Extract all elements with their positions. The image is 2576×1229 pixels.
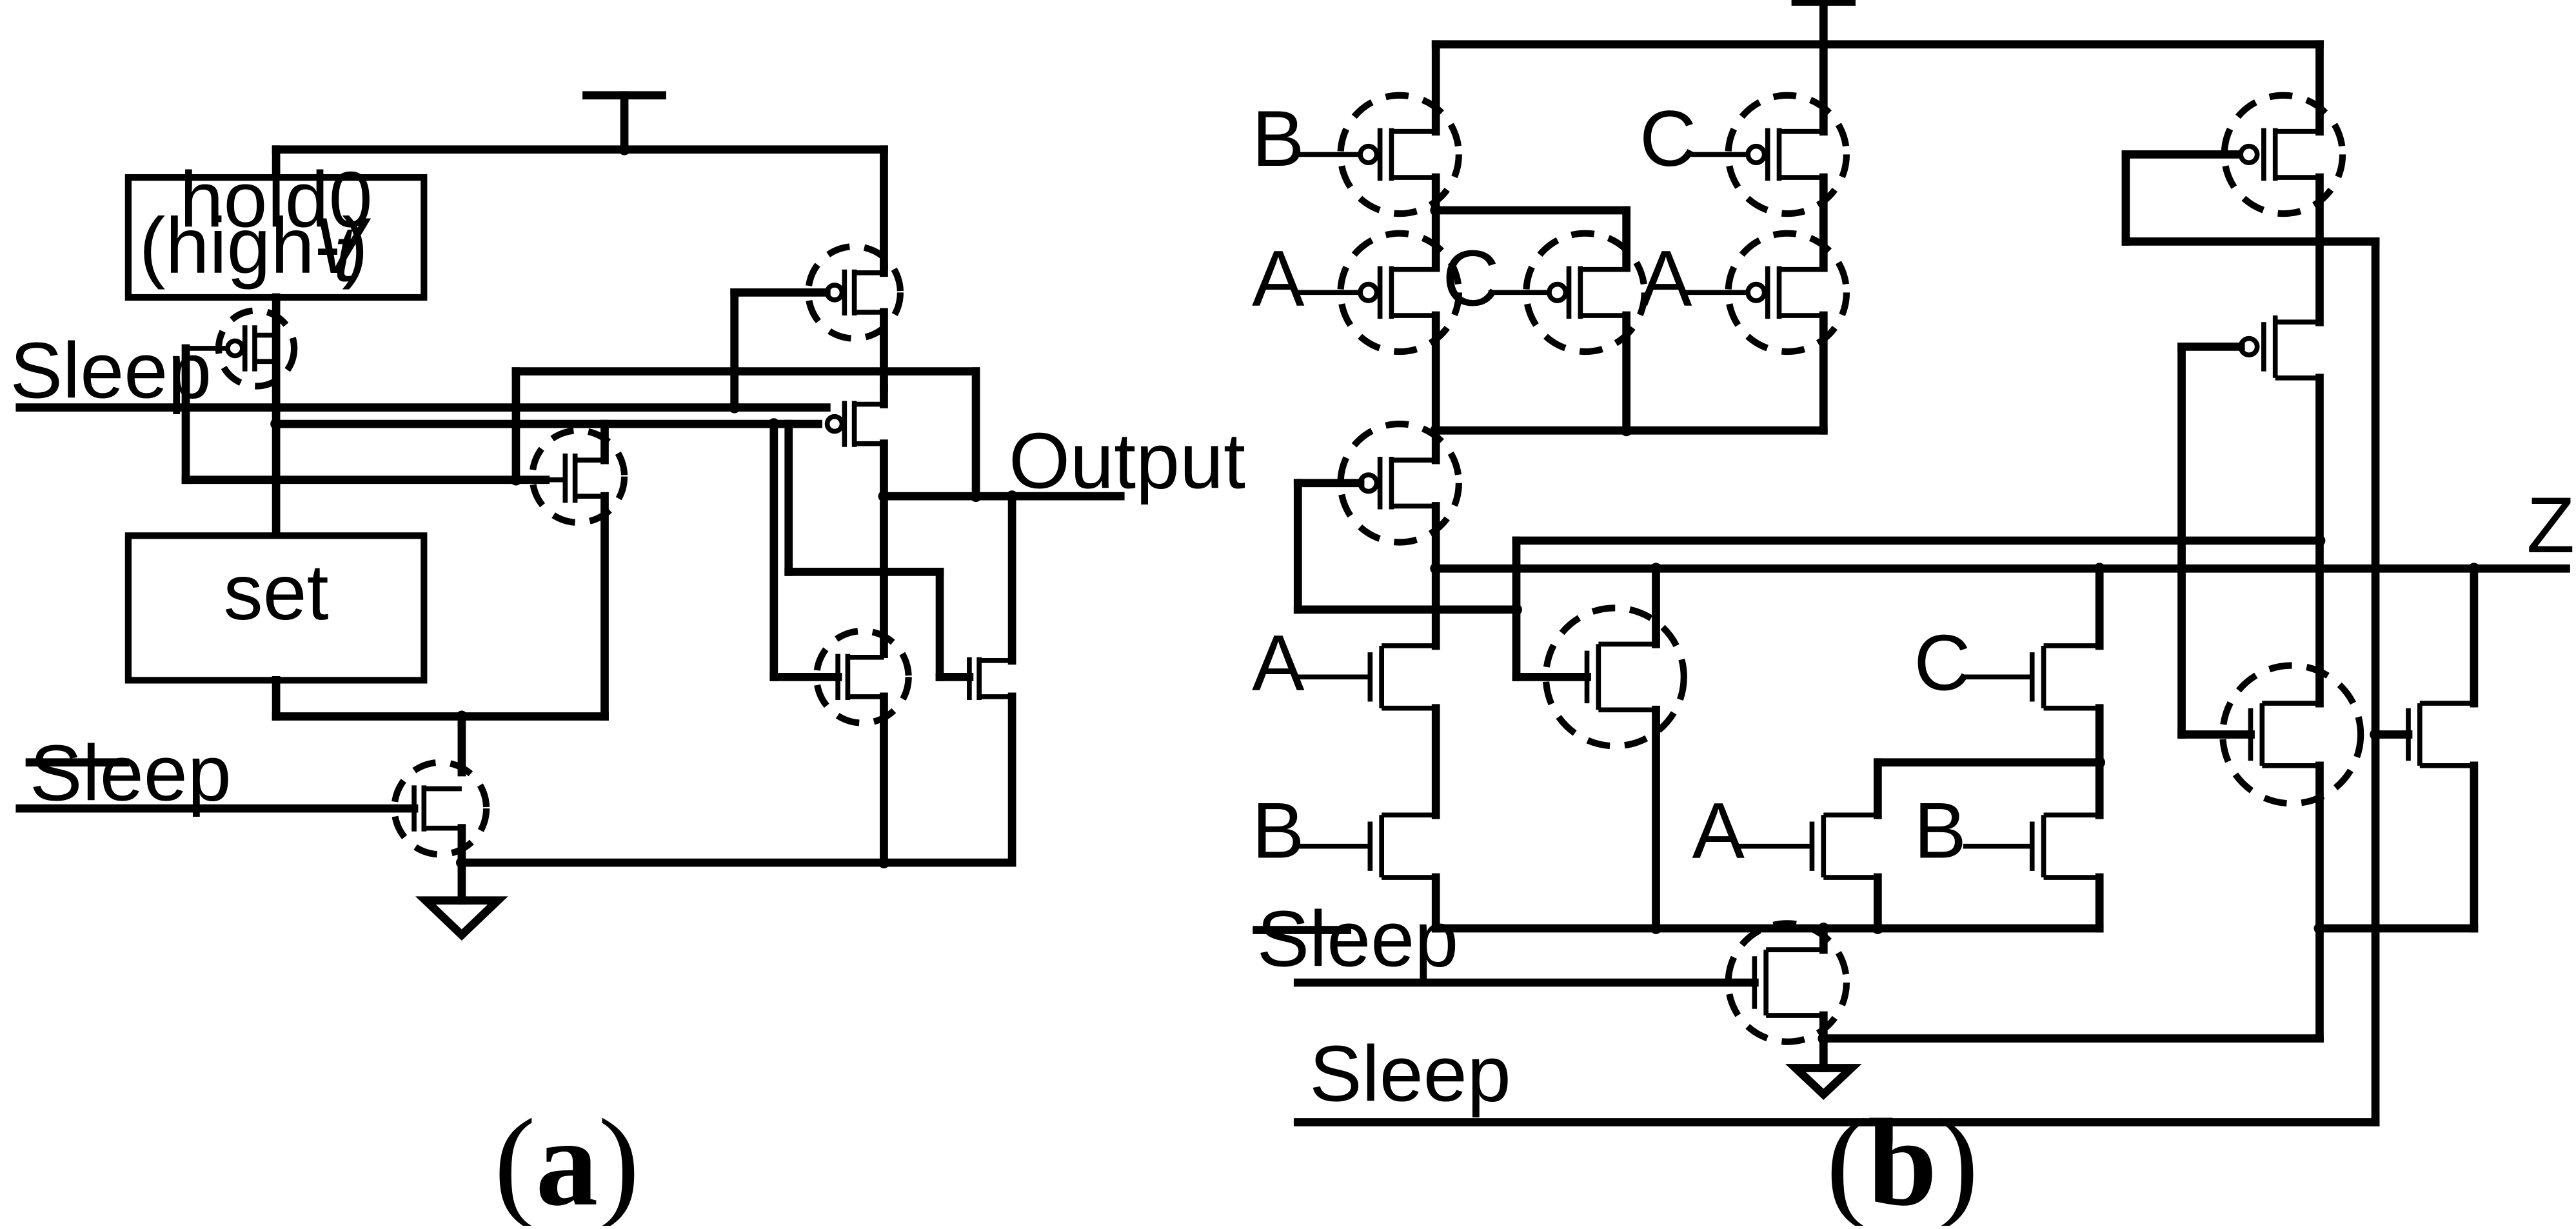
pmos-right-top-b [2221,92,2346,217]
nmos-far-right-b [2406,701,2474,768]
pmos-top-right-a [805,243,904,342]
sleep-bar-label-a: Sleep [30,728,232,817]
vt-subscript: t [333,210,359,298]
hold0-subtitle: (high- [139,201,341,290]
input-a-2: A [1640,234,1692,323]
pmos-c-top [1685,92,1850,217]
set-block: set [124,532,428,684]
nmos-foot-a [391,759,490,858]
input-b-1: B [1252,94,1305,183]
hold0-block: hold0 (high- V t ) [124,155,428,301]
panel-b-schematic: B C A [1252,0,2575,1126]
ground-symbol-b [1785,1064,1862,1100]
pmos-row3-b [1337,421,1462,546]
pmos-a-right [1685,230,1850,355]
pmos-c-mid [1488,230,1648,355]
nmos-a-left-b [1298,643,1436,711]
pmos-a-left [1298,230,1462,355]
output-z-label: Z [2526,481,2575,569]
nmos-c-right-b [1963,643,2100,711]
nmos-a-bottom-b [1738,812,1878,880]
input-b-2: B [1252,786,1305,874]
panel-a-schematic: hold0 (high- V t ) Sleep [10,91,1245,941]
input-a-4: A [1692,786,1745,874]
hold0-label: hold0 [180,155,373,243]
input-a-1: A [1252,234,1305,323]
input-c-1: C [1640,94,1696,183]
input-c-3: C [1914,619,1970,707]
pmos-small-a [186,307,298,390]
nmos-far-right-a [967,657,1013,700]
input-a-3: A [1252,619,1305,707]
nmos-b-left-b [1298,812,1436,880]
vt-symbol: V [312,201,372,290]
caption-a: (a) [494,1094,640,1226]
caption-b: (b) [1826,1094,1979,1226]
nmos-big-mid-b [1542,605,1687,750]
nmos-mid-a [529,427,628,526]
pmos-sleep-a [824,401,884,447]
ground-symbol-a [415,896,508,941]
vt-close-paren: ) [342,201,368,290]
sleep-label-b: Sleep [1309,1029,1511,1117]
nmos-big-right-b [2219,662,2364,807]
nmos-b-bottom-b [1963,812,2100,880]
pmos-right-mid-b [2238,315,2320,381]
input-b-3: B [1914,786,1967,874]
output-label-a: Output [1009,416,1245,505]
set-label: set [224,548,329,636]
nmos-foot-b [1725,920,1850,1045]
sleep-bar-label-b: Sleep [1257,895,1459,983]
vdd-symbol-a [582,91,666,154]
input-c-2: C [1442,234,1499,323]
pmos-b-top [1298,92,1462,217]
vdd-symbol-b [1791,0,1856,49]
sleep-label-a: Sleep [10,326,212,414]
